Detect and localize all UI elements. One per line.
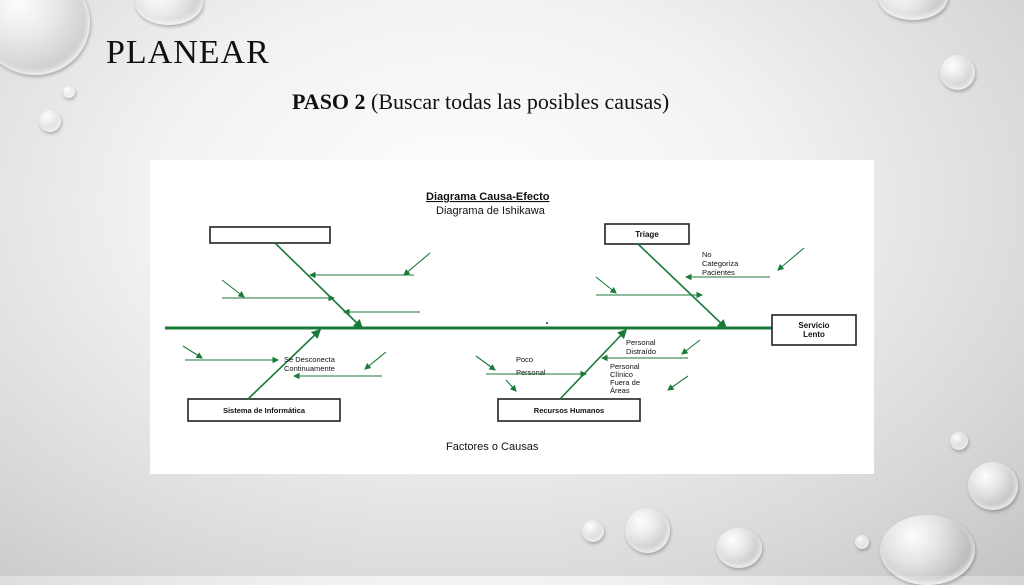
cause-label: Personal (626, 338, 656, 347)
cause-label: Distraído (626, 347, 656, 356)
subtitle-step: PASO 2 (292, 89, 366, 114)
water-drop-decoration (940, 55, 975, 90)
water-drop-decoration (880, 515, 975, 585)
category-box-top-left (209, 226, 331, 244)
water-drop-decoration (716, 528, 762, 568)
cause-label: No (702, 250, 712, 259)
cause-label: Pacientes (702, 268, 735, 277)
water-drop-decoration (582, 520, 604, 542)
cause-label: Personal (516, 368, 546, 377)
slide-title: PLANEAR (106, 34, 270, 71)
category-label-triage: Triage (635, 230, 659, 239)
cause-arrow (403, 252, 431, 276)
cause-label: Fuera de (610, 378, 640, 387)
slide-subtitle: PASO 2 (Buscar todas las posibles causas… (292, 89, 669, 115)
cause-label: Se Desconecta (284, 355, 336, 364)
cause-label: Áreas (610, 386, 630, 395)
water-drop-decoration (39, 110, 61, 132)
diagram-footer: Factores o Causas (446, 441, 539, 453)
water-drop-decoration (0, 0, 90, 75)
cause-arrow (681, 339, 701, 355)
branch-recursos (559, 328, 628, 400)
branch-triage (637, 243, 728, 330)
branch-top-left (274, 242, 364, 330)
branch-sistema (247, 328, 322, 400)
diagram-heading: Diagrama Causa-Efecto (426, 191, 550, 203)
scan-speck (546, 322, 548, 324)
category-box-sistema (187, 398, 341, 422)
water-drop-decoration (878, 0, 948, 20)
cause-arrow (475, 355, 496, 371)
water-drop-decoration (950, 432, 968, 450)
water-drop-decoration (855, 535, 869, 549)
cause-arrow (364, 351, 387, 370)
cause-arrow (777, 247, 805, 271)
category-box-recursos (497, 398, 641, 422)
effect-box (771, 314, 857, 346)
cause-arrow (221, 279, 245, 298)
category-label-sistema: Sistema de Informática (223, 406, 306, 415)
cause-arrow (182, 345, 203, 359)
cause-arrow (595, 276, 617, 294)
cause-label: Clínico (610, 370, 633, 379)
cause-label: Personal (610, 362, 640, 371)
cause-arrow (667, 375, 689, 391)
ishikawa-diagram-image: Diagrama Causa-Efecto Diagrama de Ishika… (150, 160, 874, 474)
subtitle-description: (Buscar todas las posibles causas) (365, 89, 670, 114)
effect-label-line2: Lento (803, 330, 825, 339)
category-label-recursos: Recursos Humanos (534, 406, 604, 415)
cause-label: Poco (516, 355, 533, 364)
category-box-triage (604, 223, 690, 245)
water-drop-decoration (968, 462, 1018, 510)
diagram-subheading: Diagrama de Ishikawa (436, 205, 546, 217)
effect-label-line1: Servicio (798, 321, 829, 330)
cause-arrow (505, 379, 517, 392)
water-drop-decoration (135, 0, 203, 25)
water-drop-decoration (63, 86, 75, 98)
fishbone-diagram: Diagrama Causa-Efecto Diagrama de Ishika… (165, 191, 857, 453)
cause-label: Categoriza (702, 259, 739, 268)
water-drop-decoration (625, 508, 670, 553)
cause-label: Continuamente (284, 364, 335, 373)
